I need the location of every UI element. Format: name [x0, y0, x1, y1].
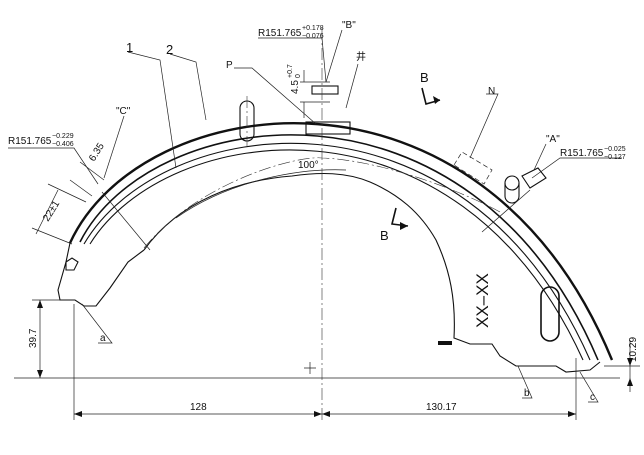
dim-thk-tol-upper: +0.7	[287, 64, 294, 78]
dim-horizontal-lines	[73, 304, 577, 420]
web-upper-bulge	[175, 169, 347, 219]
n-dash-rect	[453, 151, 493, 185]
dim-r-right-tol-upper: −0.025	[604, 146, 626, 153]
leader-b	[325, 29, 343, 83]
leader-2	[169, 53, 207, 121]
web-left-end	[57, 242, 145, 307]
label-p: P	[226, 60, 233, 71]
dim-22: 22±1	[41, 199, 62, 224]
label-a-ref: "A"	[546, 134, 560, 145]
leader-a	[533, 143, 547, 171]
bottom-mark	[438, 341, 452, 345]
p-rect	[305, 121, 351, 135]
dim-22-lines	[31, 183, 87, 245]
leader-b-lower	[517, 365, 533, 399]
leader-c-lower	[579, 371, 599, 403]
dim-thk-tol-lower: 0	[295, 74, 302, 78]
leader-r-top	[258, 37, 327, 83]
lining-outer-arc	[68, 122, 614, 361]
leader-a-lower	[81, 303, 113, 344]
top-lug	[311, 85, 339, 95]
label-1: 1	[126, 40, 133, 55]
right-hole	[504, 175, 520, 191]
dim-635-lines	[69, 161, 105, 197]
dim-128: 128	[190, 402, 207, 413]
dim-r-left-tol-lower: −0.406	[52, 141, 74, 148]
rim-arc	[83, 142, 591, 361]
label-2: 2	[166, 42, 173, 57]
label-b-ref: "B"	[342, 20, 356, 31]
cross-mark	[304, 362, 316, 374]
leader-1	[127, 51, 177, 169]
dim-397-lines	[14, 299, 620, 379]
dim-thk: 4.5	[290, 80, 301, 94]
lining-inner-arc	[79, 134, 599, 361]
dim-397: 39.7	[28, 328, 39, 348]
label-c-lower: c	[590, 392, 595, 403]
leader-r-right	[531, 157, 622, 179]
leader-c	[103, 115, 125, 179]
right-lug	[521, 167, 547, 189]
dim-635: 6.35	[87, 141, 107, 164]
label-angle: 100°	[298, 160, 319, 171]
dim-45-lines	[300, 70, 330, 118]
web-slot	[540, 286, 560, 342]
top-slot	[239, 100, 255, 142]
dim-r-left-tol-upper: −0.229	[52, 133, 74, 140]
radial-left	[101, 191, 151, 251]
leader-hash	[345, 63, 359, 109]
angle-arc	[143, 157, 501, 249]
dim-r-top-tol-lower: −0.076	[302, 33, 324, 40]
dim-r-right-tol-lower: −0.127	[604, 154, 626, 161]
label-hash: 井	[356, 50, 366, 63]
dim-r-top-tol-upper: +0.178	[302, 25, 324, 32]
radial-right	[481, 189, 531, 233]
right-hole-slot	[504, 183, 520, 204]
label-a-lower: a	[100, 333, 106, 344]
rim-arc-inner	[89, 149, 584, 361]
label-section-b-mid: B	[380, 228, 389, 243]
dim-r-right: R151.765	[560, 148, 604, 159]
web-inner-contour	[143, 173, 601, 373]
leader-n	[469, 93, 499, 159]
dim-r-top: R151.765	[258, 28, 302, 39]
label-section-b-top: B	[420, 70, 429, 85]
label-c-ref: "C"	[116, 106, 131, 117]
label-b-lower: b	[524, 388, 530, 399]
leader-r-left	[8, 147, 99, 185]
dim-r-left: R151.765	[8, 136, 52, 147]
dim-13017: 130.17	[426, 402, 457, 413]
dim-1029: 10.29	[628, 337, 639, 362]
web-left-tip	[65, 257, 79, 271]
leader-p	[234, 67, 317, 125]
label-section-view: XX–XX	[473, 273, 492, 328]
label-n: N	[488, 86, 495, 97]
